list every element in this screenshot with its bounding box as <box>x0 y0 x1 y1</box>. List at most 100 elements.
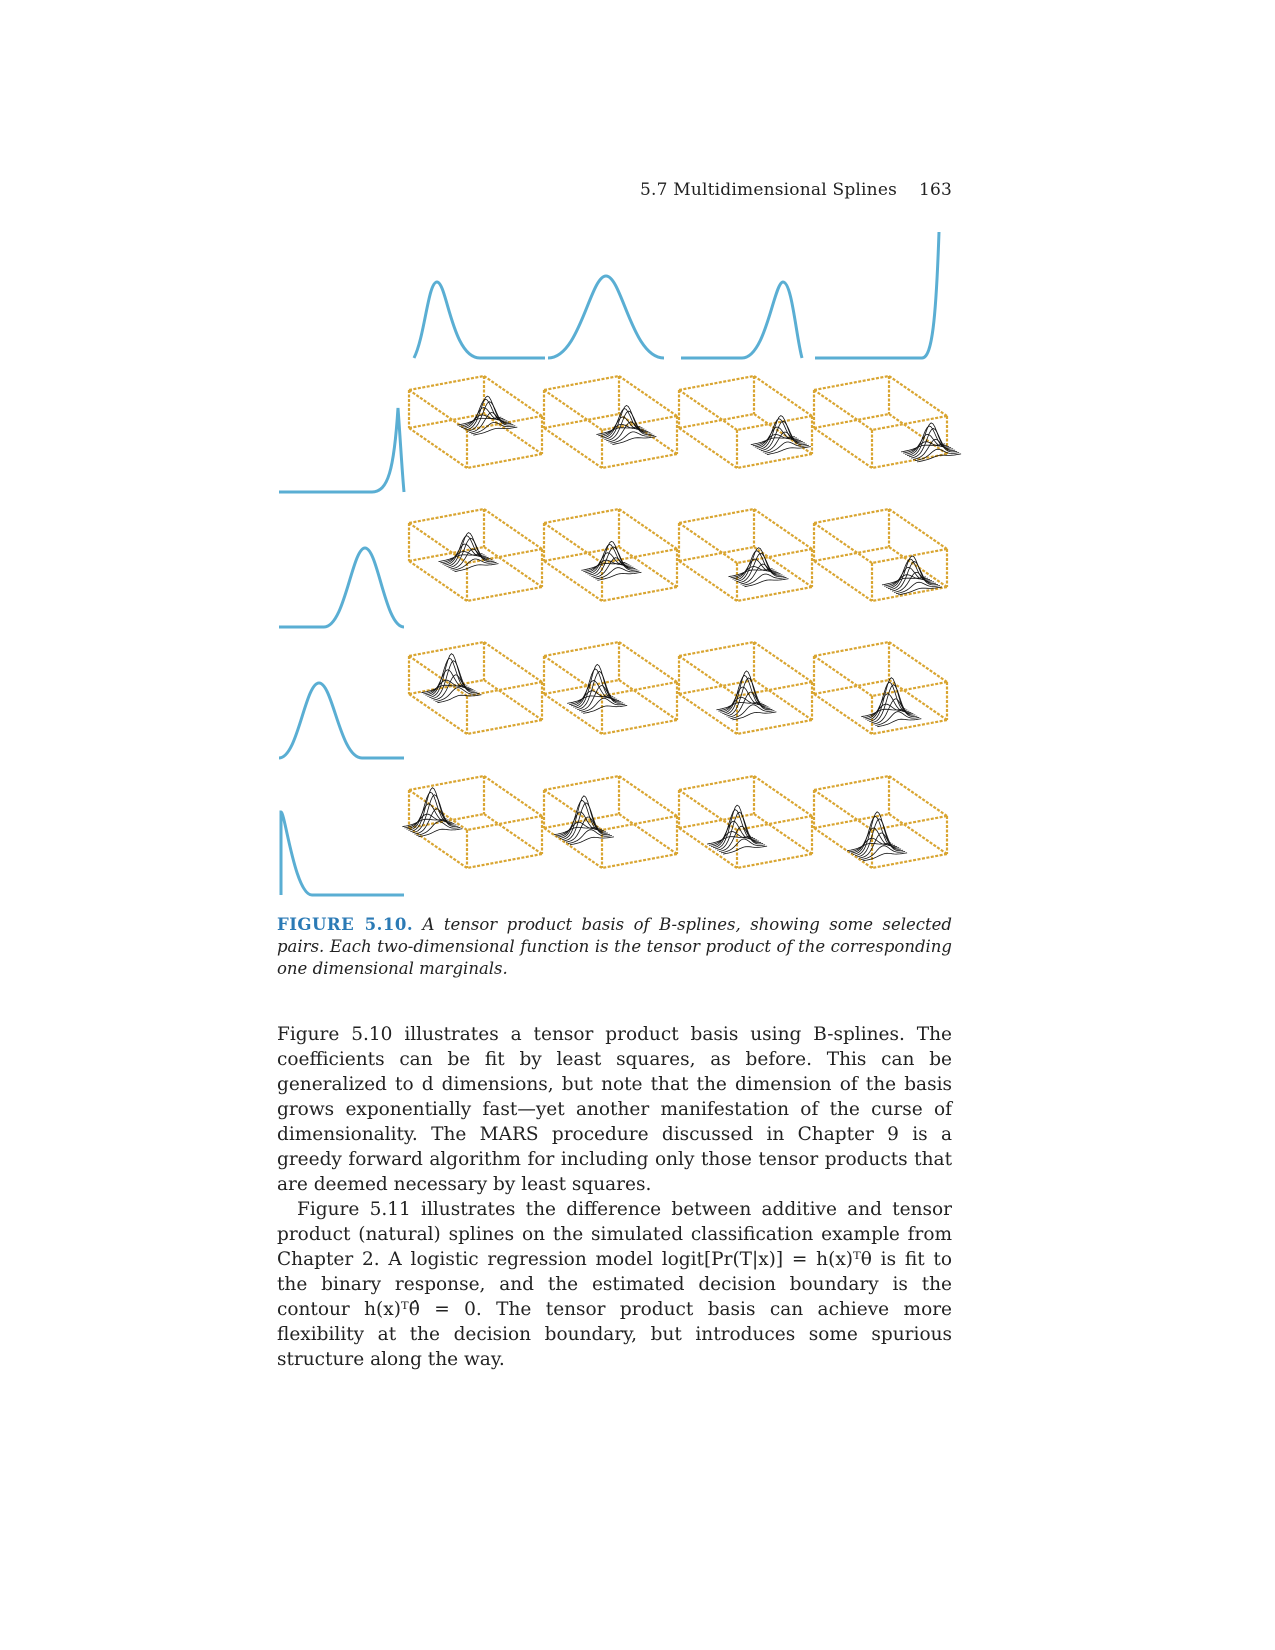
box-edge <box>483 775 543 817</box>
mesh-line <box>859 832 904 859</box>
mesh-line <box>728 691 773 718</box>
box-edge <box>408 389 468 431</box>
mesh-line <box>581 697 626 713</box>
box-edge <box>753 775 813 817</box>
box-edge <box>678 522 738 564</box>
box-edge <box>618 413 678 455</box>
left-marginal-3 <box>278 681 404 760</box>
box-edge <box>871 547 948 565</box>
page-number: 163 <box>918 180 952 200</box>
paragraph-2: Figure 5.11 illustrates the difference b… <box>277 1199 952 1370</box>
mesh-line <box>606 410 651 442</box>
mesh-line <box>469 412 514 433</box>
box-edge <box>601 680 678 698</box>
tensor-box-r1-c2 <box>542 374 679 470</box>
box-edge <box>483 641 543 683</box>
box-edge <box>543 374 620 392</box>
box-edge <box>871 718 948 736</box>
tensor-product-figure <box>278 231 962 897</box>
mesh-line <box>750 436 795 445</box>
box-edge <box>543 412 620 430</box>
box-edge <box>813 774 890 792</box>
box-edge <box>678 789 738 831</box>
tensor-box-r4-c2 <box>542 774 679 870</box>
mesh-line <box>438 553 483 562</box>
mesh-line <box>865 693 910 720</box>
box-edge <box>543 678 620 696</box>
box-edge <box>813 812 890 830</box>
mesh-line <box>871 684 916 724</box>
box-edge <box>601 718 678 736</box>
box-edge <box>678 412 755 430</box>
mesh-line <box>730 704 775 719</box>
mesh-line <box>402 818 447 828</box>
box-edge <box>813 640 890 658</box>
bump-surface <box>847 811 908 862</box>
mesh-line <box>901 443 946 453</box>
mesh-line <box>744 578 789 588</box>
box-edge <box>618 375 678 417</box>
mesh-line <box>891 561 937 592</box>
mesh-line <box>875 711 920 726</box>
mesh-line <box>719 825 764 852</box>
tensor-box-r1-c3 <box>677 374 814 470</box>
box-edge <box>618 546 678 588</box>
box-edge <box>813 507 890 525</box>
mesh-line <box>565 816 610 843</box>
mesh-line <box>563 802 608 842</box>
box-edge <box>543 827 603 869</box>
box-edge <box>678 374 755 392</box>
mesh-line <box>461 407 506 428</box>
mesh-line <box>711 820 756 847</box>
bump-surface <box>402 787 463 838</box>
figure-label: FIGURE 5.10. <box>277 915 414 934</box>
bump-surface <box>438 532 499 572</box>
mesh-line <box>764 441 809 454</box>
box-edge <box>678 389 738 431</box>
mesh-line <box>712 809 758 849</box>
mesh-line <box>766 446 811 455</box>
mesh-line <box>431 660 476 700</box>
box-edge <box>466 852 543 870</box>
top-marginal-1 <box>412 280 545 360</box>
box-edge <box>736 852 813 870</box>
mesh-line <box>427 657 472 697</box>
box-edge <box>408 374 485 392</box>
box-edge <box>813 560 873 602</box>
box-edge <box>753 813 813 855</box>
mesh-line <box>897 586 943 596</box>
box-edge <box>813 678 890 696</box>
box-edge <box>813 827 873 869</box>
mesh-line <box>726 677 771 717</box>
tensor-product-grid <box>402 374 962 870</box>
bump-surface <box>707 804 768 855</box>
mesh-line <box>610 431 655 444</box>
mesh-line <box>895 581 941 594</box>
box-edge <box>543 812 620 830</box>
mesh-line <box>760 420 805 452</box>
bump-surface <box>728 547 789 588</box>
mesh-line <box>723 845 768 855</box>
tensor-box-r3-c1 <box>407 640 544 736</box>
mesh-line <box>437 694 482 704</box>
mesh-line <box>722 674 767 714</box>
mesh-line <box>433 674 478 701</box>
box-edge <box>736 680 813 698</box>
box-edge <box>888 546 948 588</box>
bump-surface <box>881 555 943 596</box>
box-edge <box>871 852 948 870</box>
box-edge <box>678 507 755 525</box>
box-edge <box>813 655 873 697</box>
mesh-line <box>915 448 960 461</box>
mesh-line <box>457 416 502 426</box>
bump-surface <box>716 670 777 721</box>
box-edge <box>678 655 738 697</box>
left-marginals <box>278 407 406 897</box>
mesh-line <box>593 557 638 579</box>
mesh-line <box>881 576 927 586</box>
box-edge <box>466 547 543 565</box>
mesh-line <box>851 827 896 854</box>
box-edge <box>678 693 738 735</box>
mesh-line <box>473 426 518 436</box>
box-edge <box>813 522 873 564</box>
